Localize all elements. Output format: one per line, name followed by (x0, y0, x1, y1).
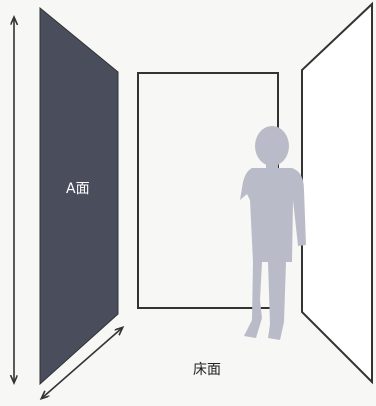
floor-label: 床面 (193, 362, 221, 378)
depth-arrow (42, 328, 122, 398)
wall-a (39, 6, 119, 386)
right-wall (301, 1, 373, 385)
wall-a-label: A面 (66, 181, 90, 197)
person-silhouette (240, 126, 306, 340)
